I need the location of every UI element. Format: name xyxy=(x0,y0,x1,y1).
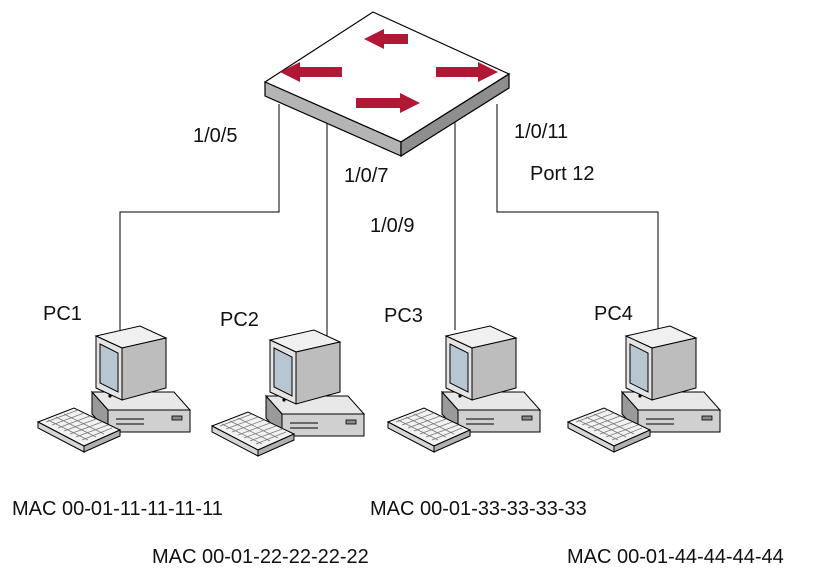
port-label-4: 1/0/11 xyxy=(514,121,568,143)
arrow-right-icon xyxy=(436,62,498,82)
mac-label-pc3: MAC 00-01-33-33-33-33 xyxy=(370,498,587,520)
pc-label: PC4 xyxy=(594,303,633,325)
desktop-computer-icon xyxy=(567,325,721,453)
desktop-computer-icon xyxy=(37,325,191,453)
port-label-2: 1/0/7 xyxy=(344,165,388,187)
port-label-4-alt: Port 12 xyxy=(530,163,594,185)
pc1: PC1 xyxy=(37,303,191,453)
arrow-left-icon xyxy=(280,62,342,82)
pc-label: PC2 xyxy=(220,309,259,331)
port-label-3: 1/0/9 xyxy=(370,215,414,237)
desktop-computer-icon xyxy=(211,329,365,457)
arrow-left-icon xyxy=(364,29,408,49)
cable-pc4 xyxy=(496,104,659,330)
port-label-1: 1/0/5 xyxy=(193,125,237,147)
desktop-computer-icon xyxy=(387,325,541,453)
switch-arrow-icons xyxy=(280,29,498,113)
cable-pc1 xyxy=(119,104,280,330)
mac-label-pc2: MAC 00-01-22-22-22-22 xyxy=(152,546,369,568)
network-switch-icon xyxy=(263,11,511,158)
pc4: PC4 xyxy=(567,303,721,453)
mac-label-pc4: MAC 00-01-44-44-44-44 xyxy=(567,546,784,568)
pc2: PC2 xyxy=(211,309,365,457)
arrow-right-icon xyxy=(356,93,420,113)
pc-label: PC1 xyxy=(43,303,82,325)
mac-label-pc1: MAC 00-01-11-11-11-11 xyxy=(12,498,223,520)
pc3: PC3 xyxy=(384,305,541,453)
pc-label: PC3 xyxy=(384,305,423,327)
